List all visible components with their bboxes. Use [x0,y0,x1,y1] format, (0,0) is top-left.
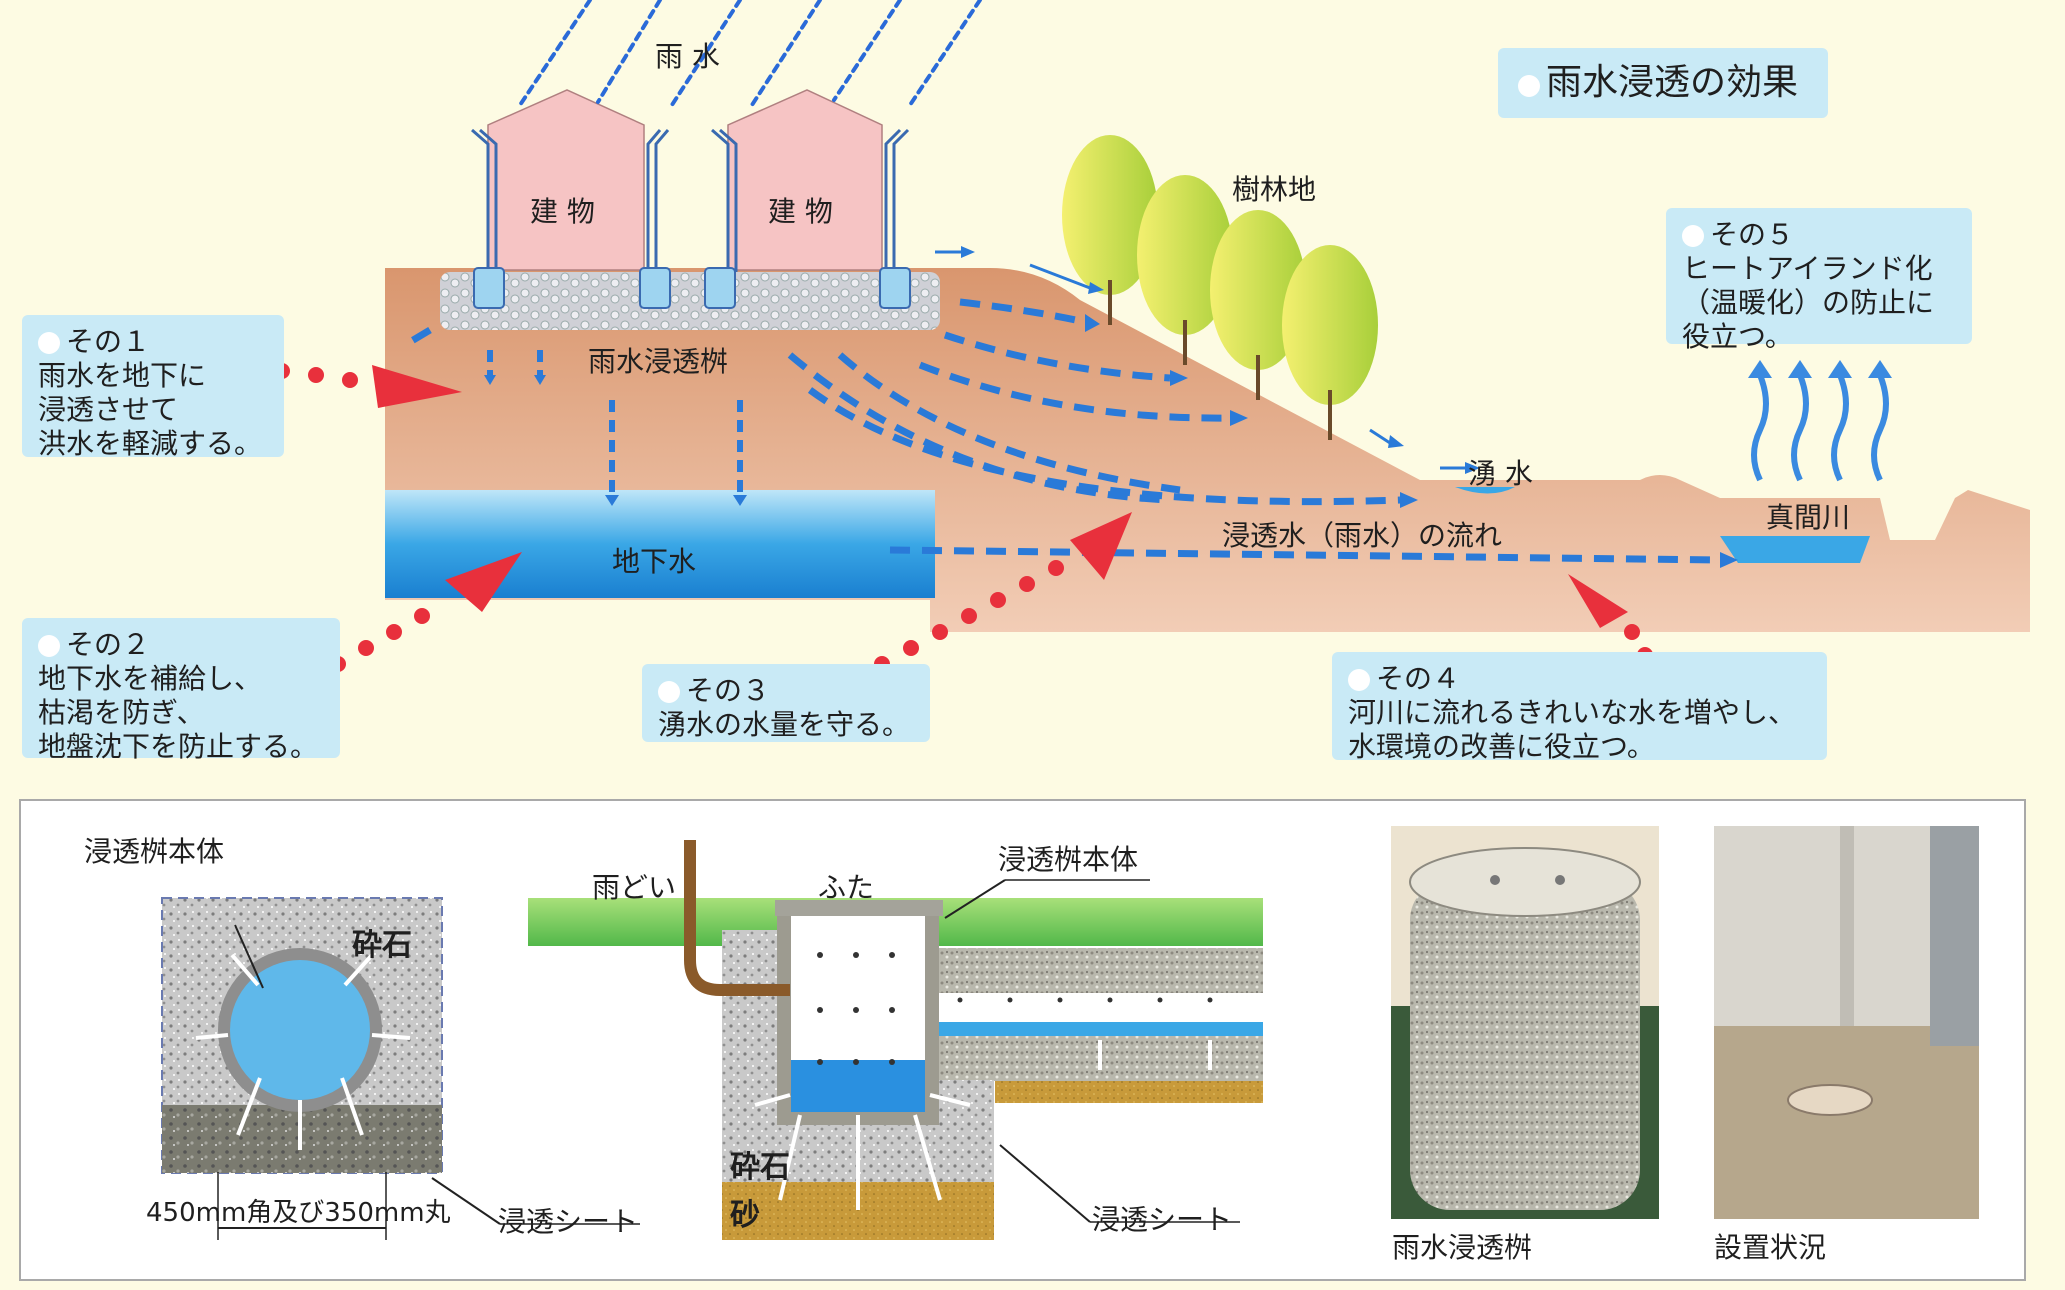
river-water [1720,536,1870,563]
forest-trees [1062,135,1378,440]
effect-text-line: 湧水の水量を守る。 [658,708,911,741]
infiltration-basins [473,267,911,309]
flow-arrowheads [961,246,1738,568]
rain-lines [518,0,982,110]
effect-number: その３ [686,674,771,707]
effect-text-line: 水環境の改善に役立つ。 [1348,730,1655,763]
plan-body-label: 浸透桝本体 [84,835,225,868]
downpipes [471,128,910,280]
section-gravel-label: 砕石 [730,1150,790,1185]
photo-installation [1714,826,1979,1219]
effect-text-line: 河川に流れるきれいな水を増やし、 [1348,696,1797,729]
effect-text-line: 雨水を地下に [38,359,207,392]
section-sheet-label: 浸透シート [1092,1203,1233,1236]
bullet-dot [658,681,680,703]
page-title: 雨水浸透の効果 [1546,62,1799,103]
bullet-dot [1348,669,1370,691]
photo-caption-basin: 雨水浸透桝 [1392,1231,1533,1264]
effect-text-line: 地盤沈下を防止する。 [38,730,319,763]
effect-number: その５ [1710,218,1795,251]
heat-rise-arrows [1751,373,1889,482]
effect-text-line: 洪水を軽減する。 [38,427,263,460]
section-gutter-label: 雨どい [592,871,677,904]
bullet-dot [38,635,60,657]
flow-label: 浸透水（雨水）の流れ [1222,519,1503,552]
effect-number: その１ [66,325,151,358]
effect-number: その２ [66,628,151,661]
photo-caption-installation: 設置状況 [1714,1231,1827,1264]
section-body-label: 浸透桝本体 [998,843,1139,876]
plan-gravel-label: 砕石 [352,928,412,963]
basin-label: 雨水浸透桝 [588,345,729,378]
groundwater-label: 地下水 [612,545,697,578]
downward-flows [487,350,743,495]
bullet-dot [1518,75,1540,97]
building-label-1: 建 物 [530,195,595,228]
forest-label: 樹林地 [1232,173,1317,206]
spring-label: 湧 水 [1468,457,1533,490]
infiltration-flows [403,298,1721,564]
building-label-2: 建 物 [768,195,833,228]
effect-text-line: 地下水を補給し、 [38,662,263,695]
downward-arrowheads [484,375,747,506]
rain-label: 雨 水 [655,40,720,73]
heat-arrowheads [1748,360,1892,378]
building-1 [487,89,645,271]
spring-pond [1455,487,1515,494]
plan-size-label: 450mm角及び350mm丸 [146,1198,451,1228]
plan-view [161,897,640,1240]
photo-infiltration-basin [1391,826,1659,1219]
effect-box-4: その４ 河川に流れるきれいな水を増やし、 水環境の改善に役立つ。 [1332,652,1827,763]
bullet-dot [1682,225,1704,247]
effect-text-line: （温暖化）の防止に [1682,286,1935,319]
effect-text-line: ヒートアイランド化 [1682,252,1933,285]
effect-text-line: 浸透させて [38,393,179,426]
section-sand-label: 砂 [730,1198,760,1233]
section-lid-label: ふた [818,871,875,904]
infiltration-trench [440,272,940,330]
effect-number: その４ [1376,662,1461,695]
effect-text-line: 枯渇を防ぎ、 [38,696,205,729]
effect-box-3: その３ 湧水の水量を守る。 [642,664,930,742]
effect-box-1: その１ 雨水を地下に 浸透させて 洪水を軽減する。 [22,315,284,460]
effect-box-5: その５ ヒートアイランド化 （温暖化）の防止に 役立つ。 [1666,208,1972,353]
effect-text-line: 役立つ。 [1682,320,1793,353]
title-box: 雨水浸透の効果 [1498,48,1828,118]
river-label: 真間川 [1766,501,1851,534]
plan-sheet-label: 浸透シート [498,1205,639,1238]
section-view [528,840,1263,1240]
red-pointers [274,363,1653,688]
effect-box-2: その２ 地下水を補給し、 枯渇を防ぎ、 地盤沈下を防止する。 [22,618,340,763]
bullet-dot [38,332,60,354]
surface-arrows [935,250,1466,470]
building-2 [727,89,883,271]
